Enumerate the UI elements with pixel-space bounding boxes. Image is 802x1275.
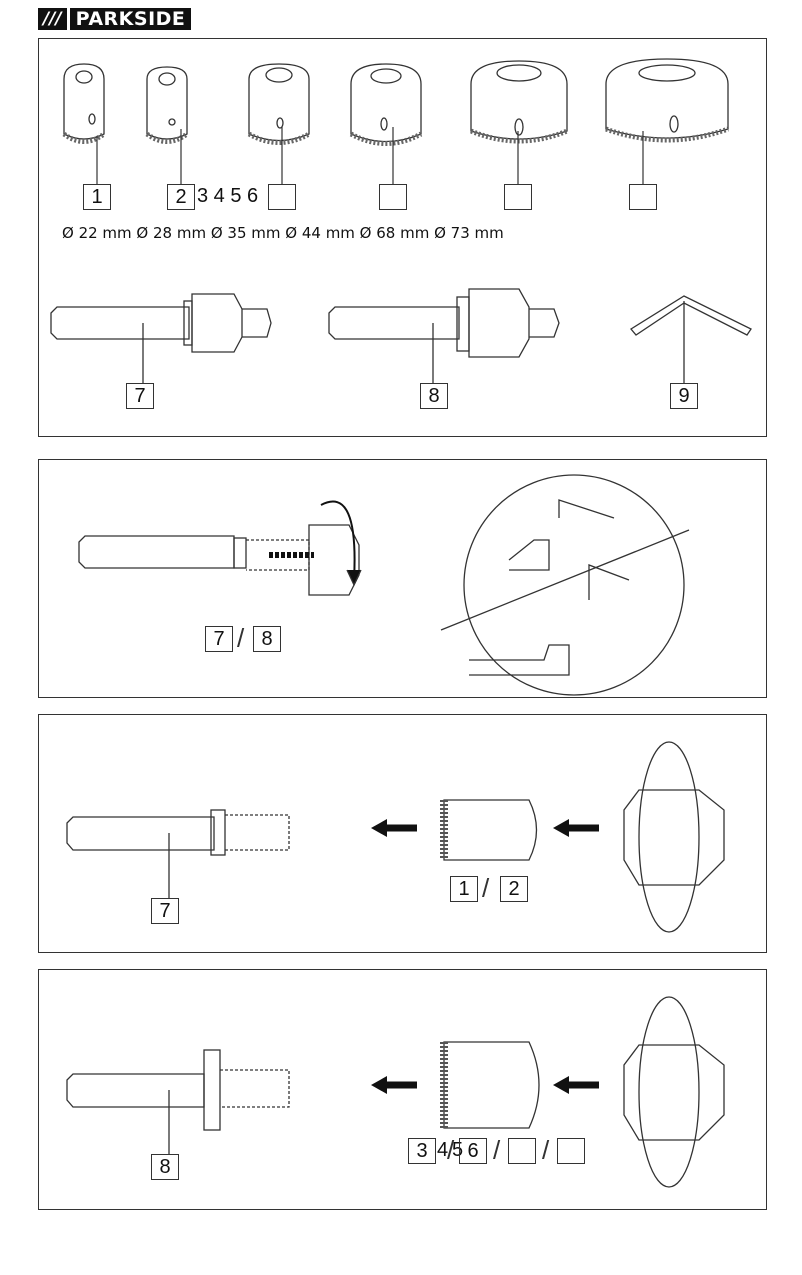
assembly-step-1-panel: 7 / 8 <box>38 459 767 698</box>
separator: / <box>447 1135 455 1165</box>
label-9: 9 <box>670 383 698 409</box>
diamond-bit-4 <box>349 63 423 146</box>
separator: / <box>542 1135 550 1165</box>
label-6: 6 <box>459 1138 487 1164</box>
label-8: 8 <box>253 626 281 652</box>
assembly-step-3-illustration <box>66 996 725 1188</box>
label-2: 2 <box>500 876 528 902</box>
label-box-empty <box>268 184 296 210</box>
diamond-bit-1 <box>62 63 106 144</box>
diamond-bit-3 <box>247 63 311 145</box>
label-box-empty <box>379 184 407 210</box>
assembly-step-3-panel: 8 3 4 / 5 6 / / <box>38 969 767 1210</box>
detail-circle <box>463 474 685 696</box>
label-5: 5 <box>452 1139 464 1161</box>
label-7: 7 <box>151 898 179 924</box>
parts-overview-panel: 1 2 3 4 5 6 Ø 22 mm Ø 28 mm Ø 35 mm Ø 44… <box>38 38 767 437</box>
separator: / <box>482 873 490 903</box>
diamond-bit-6 <box>605 58 729 143</box>
diamond-bit-5 <box>470 60 568 144</box>
parkside-logo: /// PARKSIDE <box>38 8 192 30</box>
hex-key-drawing <box>630 295 752 383</box>
assembly-step-2-illustration <box>66 741 725 933</box>
assembly-step-1-illustration <box>78 474 690 696</box>
assembly-step-2-panel: 7 1 / 2 <box>38 714 767 953</box>
label-1: 1 <box>83 184 111 210</box>
diameters-text: Ø 22 mm Ø 28 mm Ø 35 mm Ø 44 mm Ø 68 mm … <box>62 224 504 242</box>
label-box-empty <box>629 184 657 210</box>
label-box-empty <box>504 184 532 210</box>
label-8: 8 <box>420 383 448 409</box>
label-8: 8 <box>151 1154 179 1180</box>
labels-3-6: 3 4 5 6 <box>197 185 259 207</box>
adapter-8-drawing <box>328 288 560 383</box>
separator: / <box>237 623 245 653</box>
label-3: 3 <box>408 1138 436 1164</box>
label-4: 4 <box>437 1139 449 1161</box>
diamond-bit-2 <box>145 66 189 144</box>
label-box-empty <box>508 1138 536 1164</box>
separator: / <box>493 1135 501 1165</box>
adapter-7-drawing <box>50 293 272 383</box>
label-7: 7 <box>126 383 154 409</box>
label-1: 1 <box>450 876 478 902</box>
parts-illustration <box>50 58 752 383</box>
logo-mark: /// <box>38 8 67 30</box>
label-2: 2 <box>167 184 195 210</box>
logo-name: PARKSIDE <box>69 8 192 30</box>
label-7: 7 <box>205 626 233 652</box>
label-box-empty <box>557 1138 585 1164</box>
